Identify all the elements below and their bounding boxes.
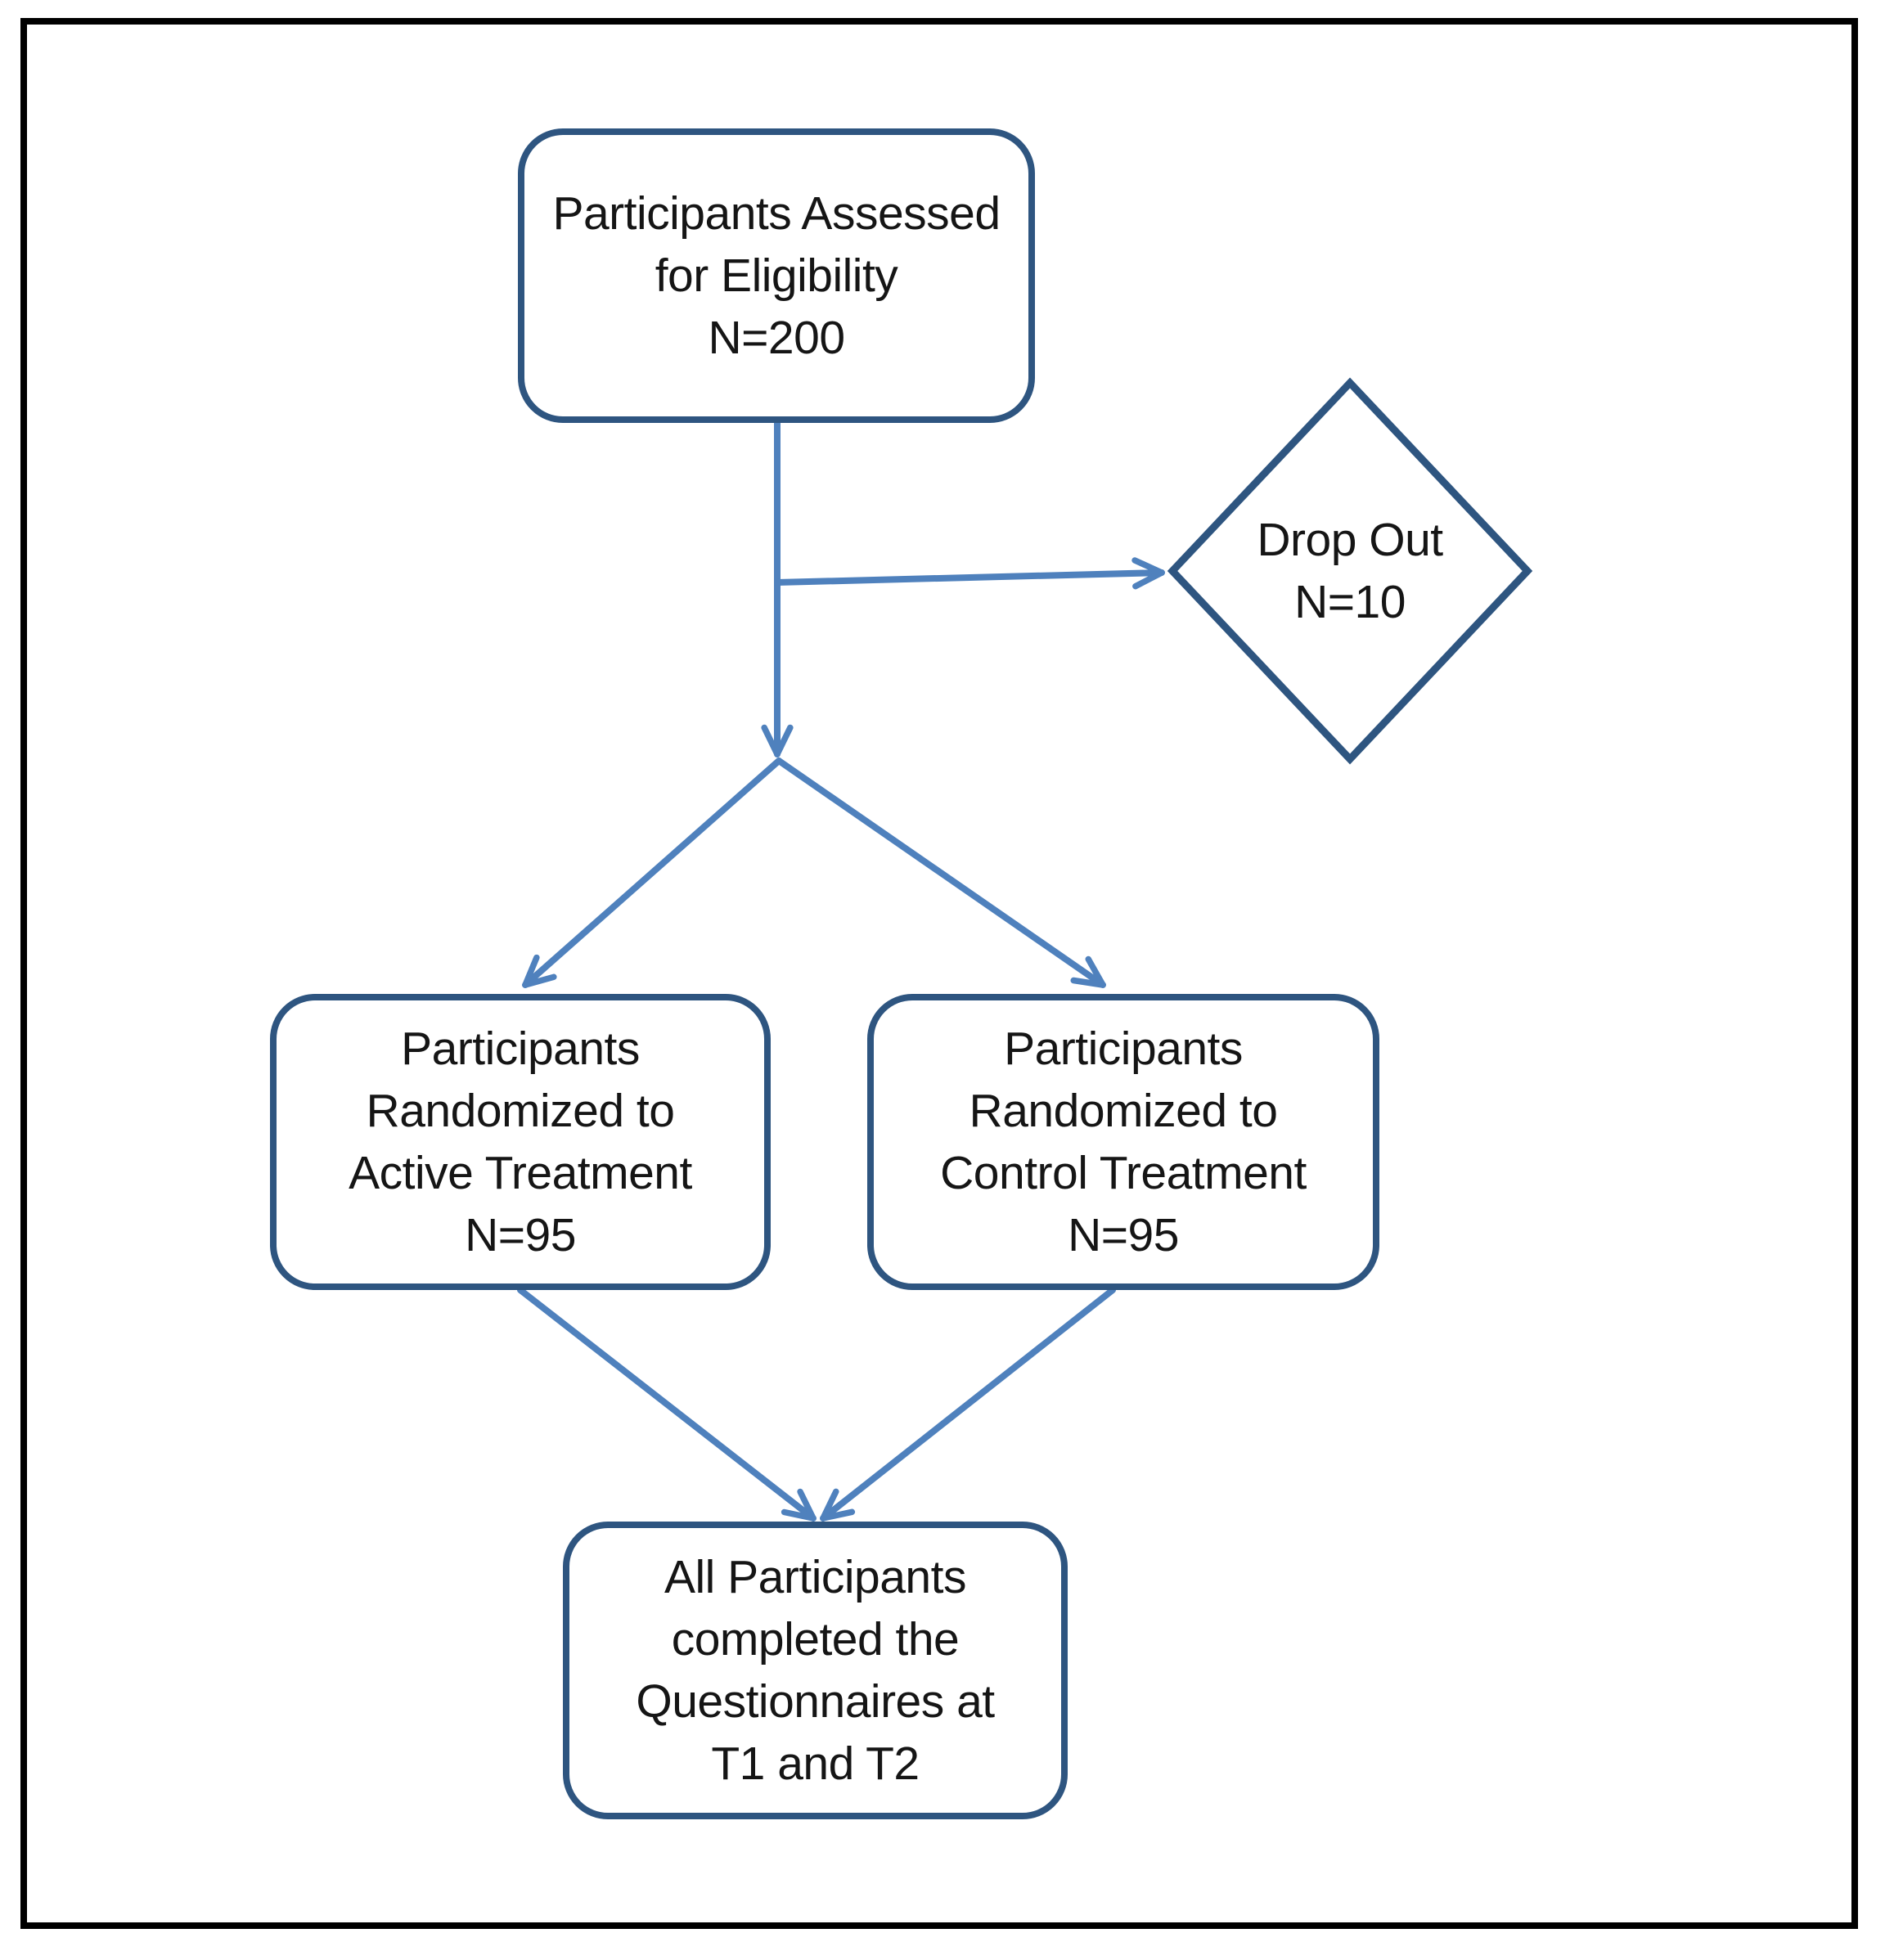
node-randomized-active-treatment-label: Participants Randomized to Active Treatm… — [349, 1023, 692, 1261]
node-participants-assessed-label: Participants Assessed for Eligibility N=… — [552, 187, 1001, 364]
node-completed-questionnaires: All Participants completed the Questionn… — [563, 1522, 1068, 1819]
arrow-assessed-to-dropout — [774, 557, 1165, 590]
arrow-split-to-active — [522, 757, 782, 988]
node-randomized-control-treatment: Participants Randomized to Control Treat… — [867, 994, 1379, 1290]
node-randomized-control-treatment-label: Participants Randomized to Control Treat… — [940, 1023, 1307, 1261]
arrow-active-to-completed — [517, 1287, 817, 1522]
node-randomized-active-treatment: Participants Randomized to Active Treatm… — [270, 994, 771, 1290]
dropout-diamond-shape — [1167, 377, 1533, 765]
arrow-split-to-control — [776, 757, 1106, 988]
node-completed-questionnaires-label: All Participants completed the Questionn… — [636, 1551, 995, 1790]
diagram-border — [20, 18, 1858, 1929]
node-participants-assessed: Participants Assessed for Eligibility N=… — [518, 128, 1035, 423]
arrow-control-to-completed — [820, 1287, 1116, 1522]
node-drop-out: Drop Out N=10 — [1172, 383, 1527, 759]
node-drop-out-label: Drop Out N=10 — [1257, 514, 1443, 628]
